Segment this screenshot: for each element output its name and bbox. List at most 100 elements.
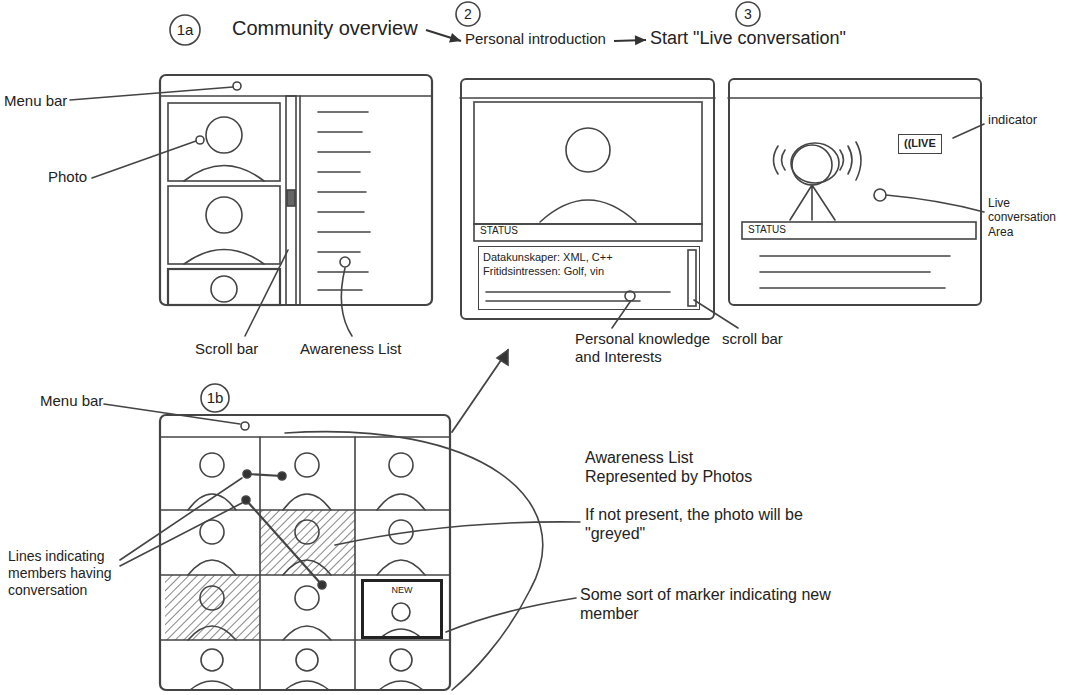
- conversation-line: [247, 474, 282, 476]
- conversation-dot: [243, 470, 251, 478]
- scroll-bar: [688, 250, 696, 306]
- callout-circles: [170, 2, 760, 412]
- person-head: [295, 453, 319, 477]
- marker-circle: [196, 136, 204, 144]
- marker-circle: [241, 422, 249, 430]
- leader-line: [245, 250, 288, 336]
- label-holder: scroll bar: [722, 330, 783, 348]
- photo-frame: [168, 103, 280, 181]
- label-holder: Personal knowledge and Interests: [575, 330, 717, 366]
- arrow-head: [449, 33, 461, 43]
- person-head: [392, 603, 410, 621]
- node-text: Community overview: [232, 16, 422, 41]
- info-panel: Datakunskaper: XML, C++Fritidsintressen:…: [478, 246, 700, 310]
- conversation-line: [246, 500, 322, 585]
- photo-frame: [168, 186, 280, 264]
- node-text: Fritidsintressen: Golf, vin: [483, 265, 685, 279]
- person-shoulders: [184, 166, 264, 182]
- menu-bar-line: [728, 97, 982, 99]
- divider: [299, 96, 301, 305]
- label-holder: 2: [456, 6, 480, 23]
- person-head: [792, 145, 832, 185]
- person-shoulders: [377, 494, 425, 510]
- label-holder: Scroll bar: [195, 340, 258, 358]
- label-holder: Live conversation Area: [988, 196, 1068, 239]
- leader-line: [92, 141, 196, 178]
- leader-line: [612, 302, 630, 328]
- callout-circle: [736, 2, 760, 26]
- new-member-photo: NEW: [361, 579, 443, 639]
- marker-circle: [625, 291, 635, 301]
- callout-circle: [170, 15, 200, 45]
- live-badge: ((LIVE: [898, 134, 942, 154]
- arrow-head: [497, 350, 508, 365]
- conversation-lines: [242, 470, 326, 589]
- label-holder: 3: [736, 6, 760, 23]
- label-holder: 1b: [201, 389, 229, 407]
- menu-bar-line: [460, 97, 715, 99]
- leader-lines: [70, 87, 352, 336]
- annotation-label: Menu bar: [40, 392, 103, 410]
- person-head: [200, 453, 224, 477]
- node-text: ((LIVE: [904, 137, 936, 151]
- callout-number: 1a: [170, 21, 200, 39]
- node-text: NEW: [364, 585, 440, 596]
- greyed-cell: [260, 510, 355, 575]
- arrow-head: [635, 35, 646, 45]
- grid-photos: [188, 453, 425, 690]
- label-holder: 1a: [170, 21, 200, 39]
- person-shoulders: [283, 494, 331, 510]
- screen-frame: [160, 75, 432, 305]
- leader-line: [446, 598, 576, 632]
- node-text: Personal introduction: [465, 30, 610, 49]
- annotation-label: Personal knowledge and Interests: [575, 330, 717, 366]
- person-shoulders: [190, 681, 234, 690]
- photo-frame: [474, 102, 702, 224]
- screen-frame: [160, 415, 450, 690]
- annotation-label: If not present, the photo will be "greye…: [585, 505, 825, 543]
- person-head: [389, 453, 413, 477]
- person-head: [295, 586, 319, 610]
- person-shoulders: [379, 681, 423, 690]
- node-text: STATUS: [748, 224, 980, 237]
- person-head-scribble: [791, 143, 839, 183]
- conversation-dot: [278, 472, 286, 480]
- annotation-label: Lines indicating members having conversa…: [8, 548, 118, 598]
- screen-3-drawing: [728, 98, 984, 288]
- person-body: [790, 185, 835, 220]
- person-shoulders: [377, 560, 425, 575]
- annotation-label: indicator: [988, 112, 1037, 128]
- screen-frame: STATUSDatakunskaper: XML, C++Fritidsintr…: [460, 78, 715, 320]
- callout-circle: [456, 2, 480, 26]
- label-holder: Some sort of marker indicating new membe…: [580, 585, 880, 623]
- awareness-outline: [285, 432, 543, 690]
- person-head: [566, 128, 610, 172]
- label-holder: Lines indicating members having conversa…: [8, 548, 118, 598]
- screen-2-drawing: [460, 98, 738, 328]
- leader-line: [886, 195, 984, 212]
- leader-line: [341, 268, 352, 336]
- person-head: [201, 649, 223, 671]
- label-holder: Awareness List: [300, 340, 401, 358]
- greyed-cell: [165, 575, 260, 640]
- screen-1b: [160, 415, 543, 690]
- leader-line: [104, 404, 240, 424]
- conversation-dot: [318, 581, 326, 589]
- node-text: Start "Live conversation": [650, 27, 850, 50]
- person-head: [206, 117, 242, 153]
- annotation-label: Menu bar: [4, 92, 67, 110]
- awareness-list-lines: [318, 112, 370, 290]
- sound-waves: [774, 142, 862, 180]
- step-heading: Community overview: [232, 16, 422, 44]
- person-shoulders: [188, 626, 236, 640]
- callout-number: 3: [736, 6, 760, 23]
- leader-lines: [104, 404, 580, 632]
- screen-1a: [160, 75, 432, 305]
- label-holder: Menu bar: [40, 392, 103, 410]
- annotation-label: Some sort of marker indicating new membe…: [580, 585, 880, 623]
- step-heading: Start "Live conversation": [650, 27, 850, 53]
- arrow-shaft: [452, 350, 508, 432]
